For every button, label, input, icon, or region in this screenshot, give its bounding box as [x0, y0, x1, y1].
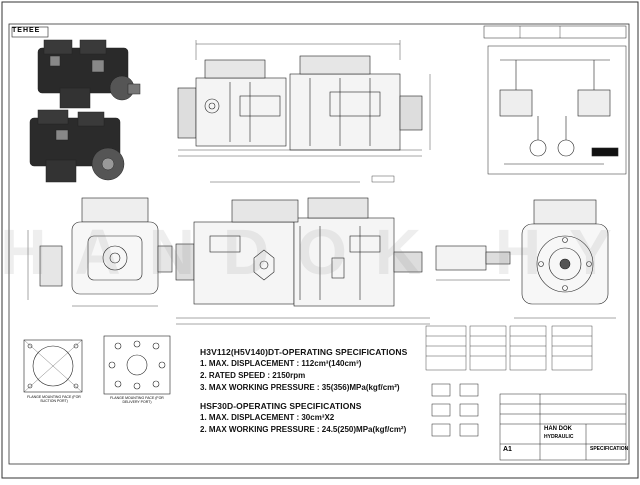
spec-tables	[425, 325, 593, 371]
main-spec-title: H3V112(H5V140)DT-OPERATING SPECIFICATION…	[200, 347, 408, 357]
company-name: HAN DOK	[544, 426, 572, 432]
hydraulic-schematic	[483, 25, 627, 175]
main-spec-line-3: 3. MAX WORKING PRESSURE : 35(356)MPa(kgf…	[200, 383, 400, 392]
flange-delivery-drawing	[103, 335, 171, 395]
top-side-view	[177, 40, 431, 157]
main-spec-line-2: 2. RATED SPEED : 2150rpm	[200, 371, 306, 380]
shaft-view	[435, 245, 511, 281]
sub-spec-line-2: 2. MAX WORKING PRESSURE : 24.5(250)MPa(k…	[200, 425, 407, 434]
logo-text: TEHEE	[12, 27, 41, 34]
sub-spec-line-1: 1. MAX. DISPLACEMENT : 30cm³X2	[200, 413, 335, 422]
flange-suction-drawing	[23, 339, 83, 393]
rear-end-view	[514, 199, 616, 319]
pump-3d-view-bottom	[29, 109, 125, 183]
inner-border	[8, 23, 630, 465]
front-end-view	[27, 197, 173, 307]
main-spec-line-1: 1. MAX. DISPLACEMENT : 112cm³(140cm³)	[200, 359, 362, 368]
flange-delivery-label: FLANGE MOUNTING FACE (FOR DELIVERY PORT)	[110, 396, 164, 404]
company-subtitle: HYDRAULIC	[544, 434, 574, 440]
sub-spec-title: HSF30D-OPERATING SPECIFICATIONS	[200, 401, 362, 411]
title-block	[499, 393, 627, 461]
flange-suction-label: FLANGE MOUNTING FACE (FOR SUCTION PORT)	[27, 395, 81, 403]
document-type: SPECIFICATION	[590, 446, 629, 452]
port-details	[431, 383, 479, 437]
sheet-size: A1	[503, 446, 512, 453]
logo	[11, 26, 49, 38]
pump-3d-view-top	[37, 39, 141, 109]
main-side-view	[175, 175, 430, 325]
